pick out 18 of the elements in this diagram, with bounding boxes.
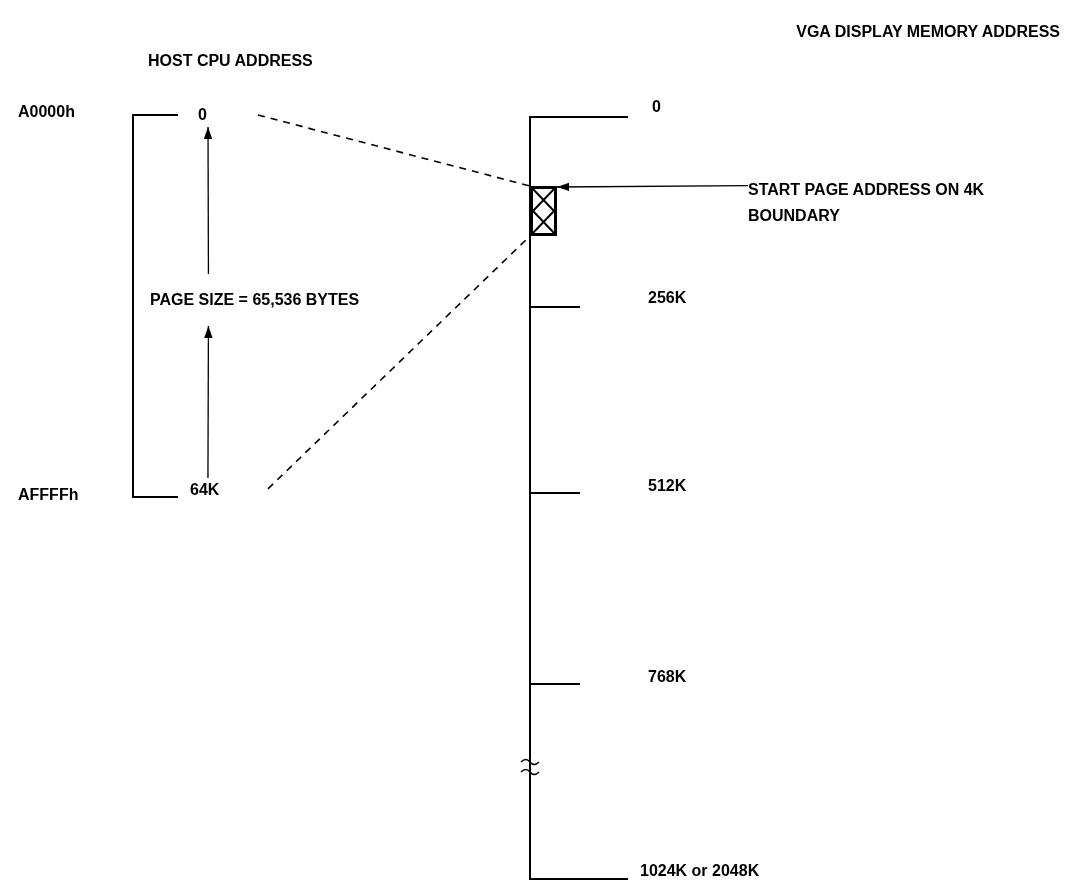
address-text: 64K xyxy=(190,480,220,501)
arrow xyxy=(204,325,213,479)
address-text: START PAGE ADDRESS ON 4K BOUNDARY xyxy=(748,180,986,226)
address-label: 1024K or 2048K xyxy=(640,862,760,880)
dashed-line xyxy=(257,114,531,187)
address-text: 0 xyxy=(198,105,207,126)
heading: HOST CPU ADDRESS xyxy=(148,52,313,70)
address-label: 256K xyxy=(648,289,687,307)
address-label: A0000h xyxy=(18,103,75,121)
arrow xyxy=(556,182,749,192)
heading: VGA DISPLAY MEMORY ADDRESS xyxy=(796,23,1060,41)
address-label: AFFFFh xyxy=(18,486,79,504)
hatched-box xyxy=(530,186,557,236)
arrow xyxy=(203,126,213,275)
address-label: 0 xyxy=(652,98,661,116)
address-label: 768K xyxy=(648,668,687,686)
address-text: PAGE SIZE = 65,536 BYTES xyxy=(150,290,360,311)
address-label: 512K xyxy=(648,477,687,495)
